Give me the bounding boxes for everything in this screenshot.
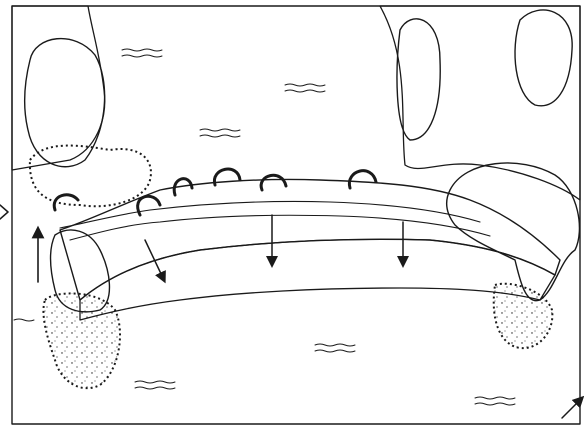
geologic-cross-section-figure [0,0,584,430]
